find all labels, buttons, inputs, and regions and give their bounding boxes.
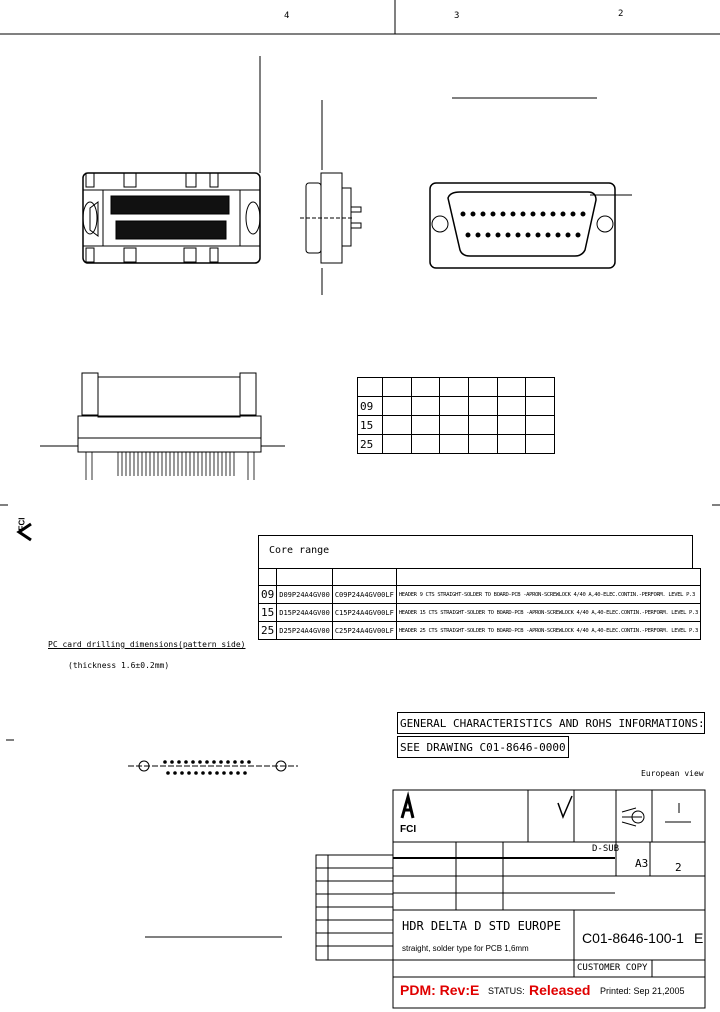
sheet: 2	[675, 861, 682, 874]
status-label: STATUS:	[488, 986, 525, 996]
pin-face-view	[429, 97, 632, 269]
side-logo	[16, 522, 32, 542]
pin-count: 15	[257, 603, 278, 622]
drill-pattern	[128, 760, 298, 938]
zone-label: 4	[284, 11, 290, 21]
pin-count: 25	[357, 434, 383, 454]
status-badge: Released	[529, 982, 591, 998]
pin-count: 09	[257, 585, 278, 604]
side-logo-text: FCI	[17, 517, 27, 531]
fci-logo-mark	[400, 791, 415, 819]
dimension-table: 09 15 25	[357, 377, 555, 454]
description: HEADER 9 CTS STRAIGHT-SOLDER TO BOARD-PC…	[395, 585, 701, 604]
family: D-SUB	[592, 844, 620, 854]
part-number-lf: C15P24A4GV00LF	[331, 603, 397, 622]
notes-line-1: GENERAL CHARACTERISTICS AND ROHS INFORMA…	[397, 712, 705, 734]
core-range-title: Core range	[269, 545, 330, 556]
core-range-header: Core range	[258, 535, 693, 569]
side-view	[300, 100, 362, 295]
pin-count: 09	[357, 396, 383, 416]
part-number: D15P24A4GV00	[276, 603, 333, 622]
description: HEADER 25 CTS STRAIGHT-SOLDER TO BOARD-P…	[395, 621, 701, 640]
drill-thickness: (thickness 1.6±0.2mm)	[68, 661, 170, 670]
drawing-title: HDR DELTA D STD EUROPE	[402, 919, 561, 933]
part-number: D25P24A4GV00	[276, 621, 333, 640]
drawing-number: C01-8646-100-1	[582, 930, 684, 946]
front-view	[82, 56, 261, 264]
format: A3	[635, 857, 649, 870]
title-block-logo: FCI	[400, 824, 417, 835]
copy-type: CUSTOMER COPY	[577, 963, 648, 973]
part-number-lf: C09P24A4GV00LF	[331, 585, 397, 604]
notes-line-2: SEE DRAWING C01-8646-0000	[397, 736, 569, 758]
bottom-view	[40, 372, 285, 480]
projection-view: European view	[641, 769, 704, 778]
drill-title: PC card drilling dimensions(pattern side…	[48, 640, 246, 649]
pdm-revision: PDM: Rev:E	[400, 982, 480, 998]
printed-date: Printed: Sep 21,2005	[600, 986, 685, 996]
drawing-subtitle: straight, solder type for PCB 1,6mm	[402, 944, 529, 953]
description: HEADER 15 CTS STRAIGHT-SOLDER TO BOARD-P…	[395, 603, 701, 622]
part-number: D09P24A4GV00	[276, 585, 333, 604]
pin-count: 25	[257, 621, 278, 640]
pin-count: 15	[357, 415, 383, 435]
pin-holes	[460, 211, 586, 238]
part-number-lf: C25P24A4GV00LF	[331, 621, 397, 640]
revision: E	[694, 930, 704, 946]
zone-label: 2	[618, 9, 624, 19]
zone-label: 3	[454, 11, 460, 21]
title-block-lines	[315, 789, 706, 1009]
